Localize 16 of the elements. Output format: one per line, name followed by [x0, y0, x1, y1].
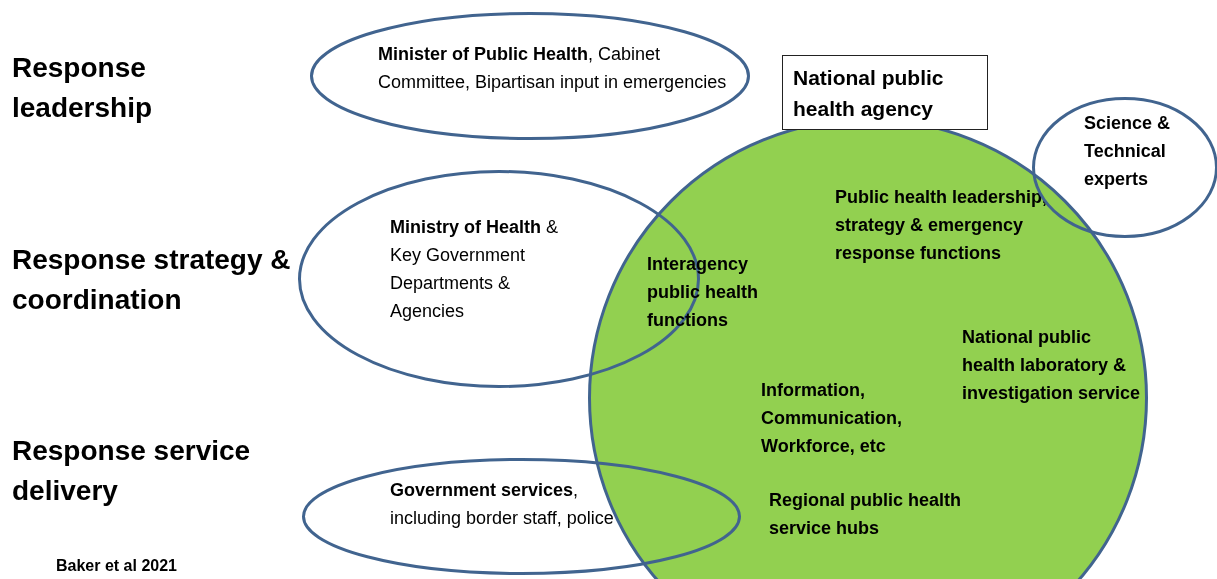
- row-heading: Response leadership: [12, 51, 154, 125]
- agency-title-box: National public health agency: [782, 55, 988, 130]
- oval-region: [310, 12, 750, 140]
- oval-region: [302, 458, 741, 575]
- row-heading: Response strategy & coordination: [12, 243, 292, 317]
- overlap-text: Interagency public health functions: [647, 253, 759, 332]
- region-text: National public health laboratory & investigation service: [962, 326, 1142, 405]
- region-text: Public health leadership, strategy & emergency response functions: [835, 186, 1049, 265]
- region-text: Science & Technical experts: [1084, 112, 1172, 191]
- region-text: Minister of Public Health, Cabinet Committee, Bipartisan input in emergencies: [378, 43, 728, 94]
- region-text: Ministry of Health & Key Government Departments & Agencies: [390, 216, 560, 323]
- region-text: Regional public health service hubs: [769, 489, 962, 540]
- row-heading: Response service delivery: [12, 434, 252, 508]
- source-citation: Baker et al 2021: [56, 556, 178, 576]
- region-text: Information, Communication, Workforce, etc: [761, 379, 903, 458]
- region-text: Government services, including border staff, police: [390, 479, 615, 530]
